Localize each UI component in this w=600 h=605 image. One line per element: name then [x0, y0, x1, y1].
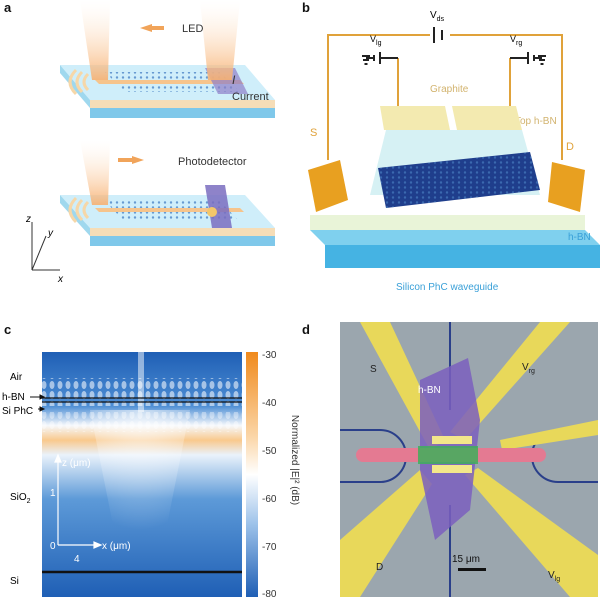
graphene-region	[418, 446, 478, 464]
panel-a: a LED I Current	[0, 0, 300, 300]
vrg-label-d: Vrg	[522, 362, 535, 375]
current-symbol: I	[232, 73, 236, 87]
d-label: D	[376, 562, 383, 573]
vds-label: Vds	[430, 10, 445, 23]
panel-b-illustration: Vds Vlg Vrg Graphite Top h-BN S D	[308, 10, 600, 293]
photodetector-label: Photodetector	[178, 156, 247, 168]
tick-4-label: 4	[74, 554, 80, 565]
colorbar	[246, 352, 258, 597]
metal-leads	[340, 322, 598, 597]
z-axis-label: z (μm)	[62, 458, 91, 469]
axis-x-label: x	[57, 274, 64, 285]
panel-label-d: d	[302, 322, 310, 337]
panel-d: d S h-BN Vrg D Vlg 15 μm	[300, 300, 600, 600]
panel-label-a: a	[4, 0, 12, 15]
scale-bar	[458, 568, 486, 571]
hbn-label-c: h-BN	[2, 392, 25, 403]
right-gate-pad	[452, 106, 522, 130]
colorbar-tick: -30	[262, 350, 277, 361]
led-label: LED	[182, 23, 203, 35]
photodetector-arrow-icon	[132, 156, 144, 164]
panel-a-illustration: LED I Current Photodetector z y x	[25, 0, 275, 285]
si-phc-label: Si PhC	[2, 406, 33, 417]
colorbar-title: Normalized |E|² (dB)	[289, 415, 300, 505]
field-map: Air h-BN Si PhC SiO2 Si z (μm) x (μm) 1 …	[2, 350, 300, 600]
waveguide-label: Silicon PhC waveguide	[396, 282, 499, 293]
s-label: S	[370, 364, 377, 375]
layer-arrows-icon	[30, 394, 46, 412]
air-label: Air	[10, 372, 23, 383]
axes-icon	[31, 222, 60, 271]
vrg-label: Vrg	[510, 34, 522, 47]
panel-label-b: b	[302, 0, 310, 15]
tick-0-label: 0	[50, 541, 56, 552]
tick-1-label: 1	[50, 488, 56, 499]
left-gate-pad	[380, 106, 450, 130]
colorbar-tick: -50	[262, 446, 277, 457]
source-label: S	[310, 127, 317, 139]
axis-z-label: z	[25, 214, 31, 225]
scale-label: 15 μm	[452, 554, 480, 565]
vlg-label: Vlg	[370, 34, 382, 47]
source-electrode	[308, 160, 348, 212]
hbn-label-d: h-BN	[418, 385, 441, 396]
panel-c: c	[0, 300, 300, 600]
battery-vds-icon	[433, 27, 443, 43]
battery-vlg-icon	[362, 52, 398, 65]
circuit-wires	[327, 34, 563, 160]
led-arrow-icon	[140, 24, 152, 32]
silicon-phc-waveguide	[310, 230, 600, 245]
current-label: Current	[232, 91, 269, 103]
colorbar-tick: -60	[262, 494, 277, 505]
panel-b: b Vds Vlg Vrg Graphite Top h-BN S	[300, 0, 600, 300]
photodetector-device	[60, 140, 275, 246]
battery-vrg-icon	[510, 52, 546, 65]
vlg-label-d: Vlg	[548, 570, 560, 583]
bottom-hbn-layer	[310, 215, 585, 230]
top-hbn-label: Top h-BN	[515, 116, 557, 127]
device-micrograph: S h-BN Vrg D Vlg 15 μm	[340, 322, 598, 597]
sio2-label: SiO2	[10, 492, 31, 505]
led-device	[60, 0, 275, 118]
photocurrent-icon	[207, 207, 217, 217]
si-label: Si	[10, 576, 19, 587]
colorbar-tick: -80	[262, 589, 277, 600]
scale-axes-icon	[54, 453, 103, 549]
colorbar-tick: -40	[262, 398, 277, 409]
graphite-label: Graphite	[430, 84, 469, 95]
colorbar-ticks: -30 -40 -50 -60 -70 -80	[262, 350, 277, 600]
drain-electrode	[548, 162, 585, 212]
gate-electrode	[432, 436, 472, 444]
gate-electrode	[432, 465, 472, 473]
colorbar-tick: -70	[262, 542, 277, 553]
drain-label: D	[566, 141, 574, 153]
x-axis-label: x (μm)	[102, 541, 131, 552]
panel-label-c: c	[4, 322, 12, 337]
hbn-label: h-BN	[568, 232, 591, 243]
axis-y-label: y	[47, 228, 54, 239]
